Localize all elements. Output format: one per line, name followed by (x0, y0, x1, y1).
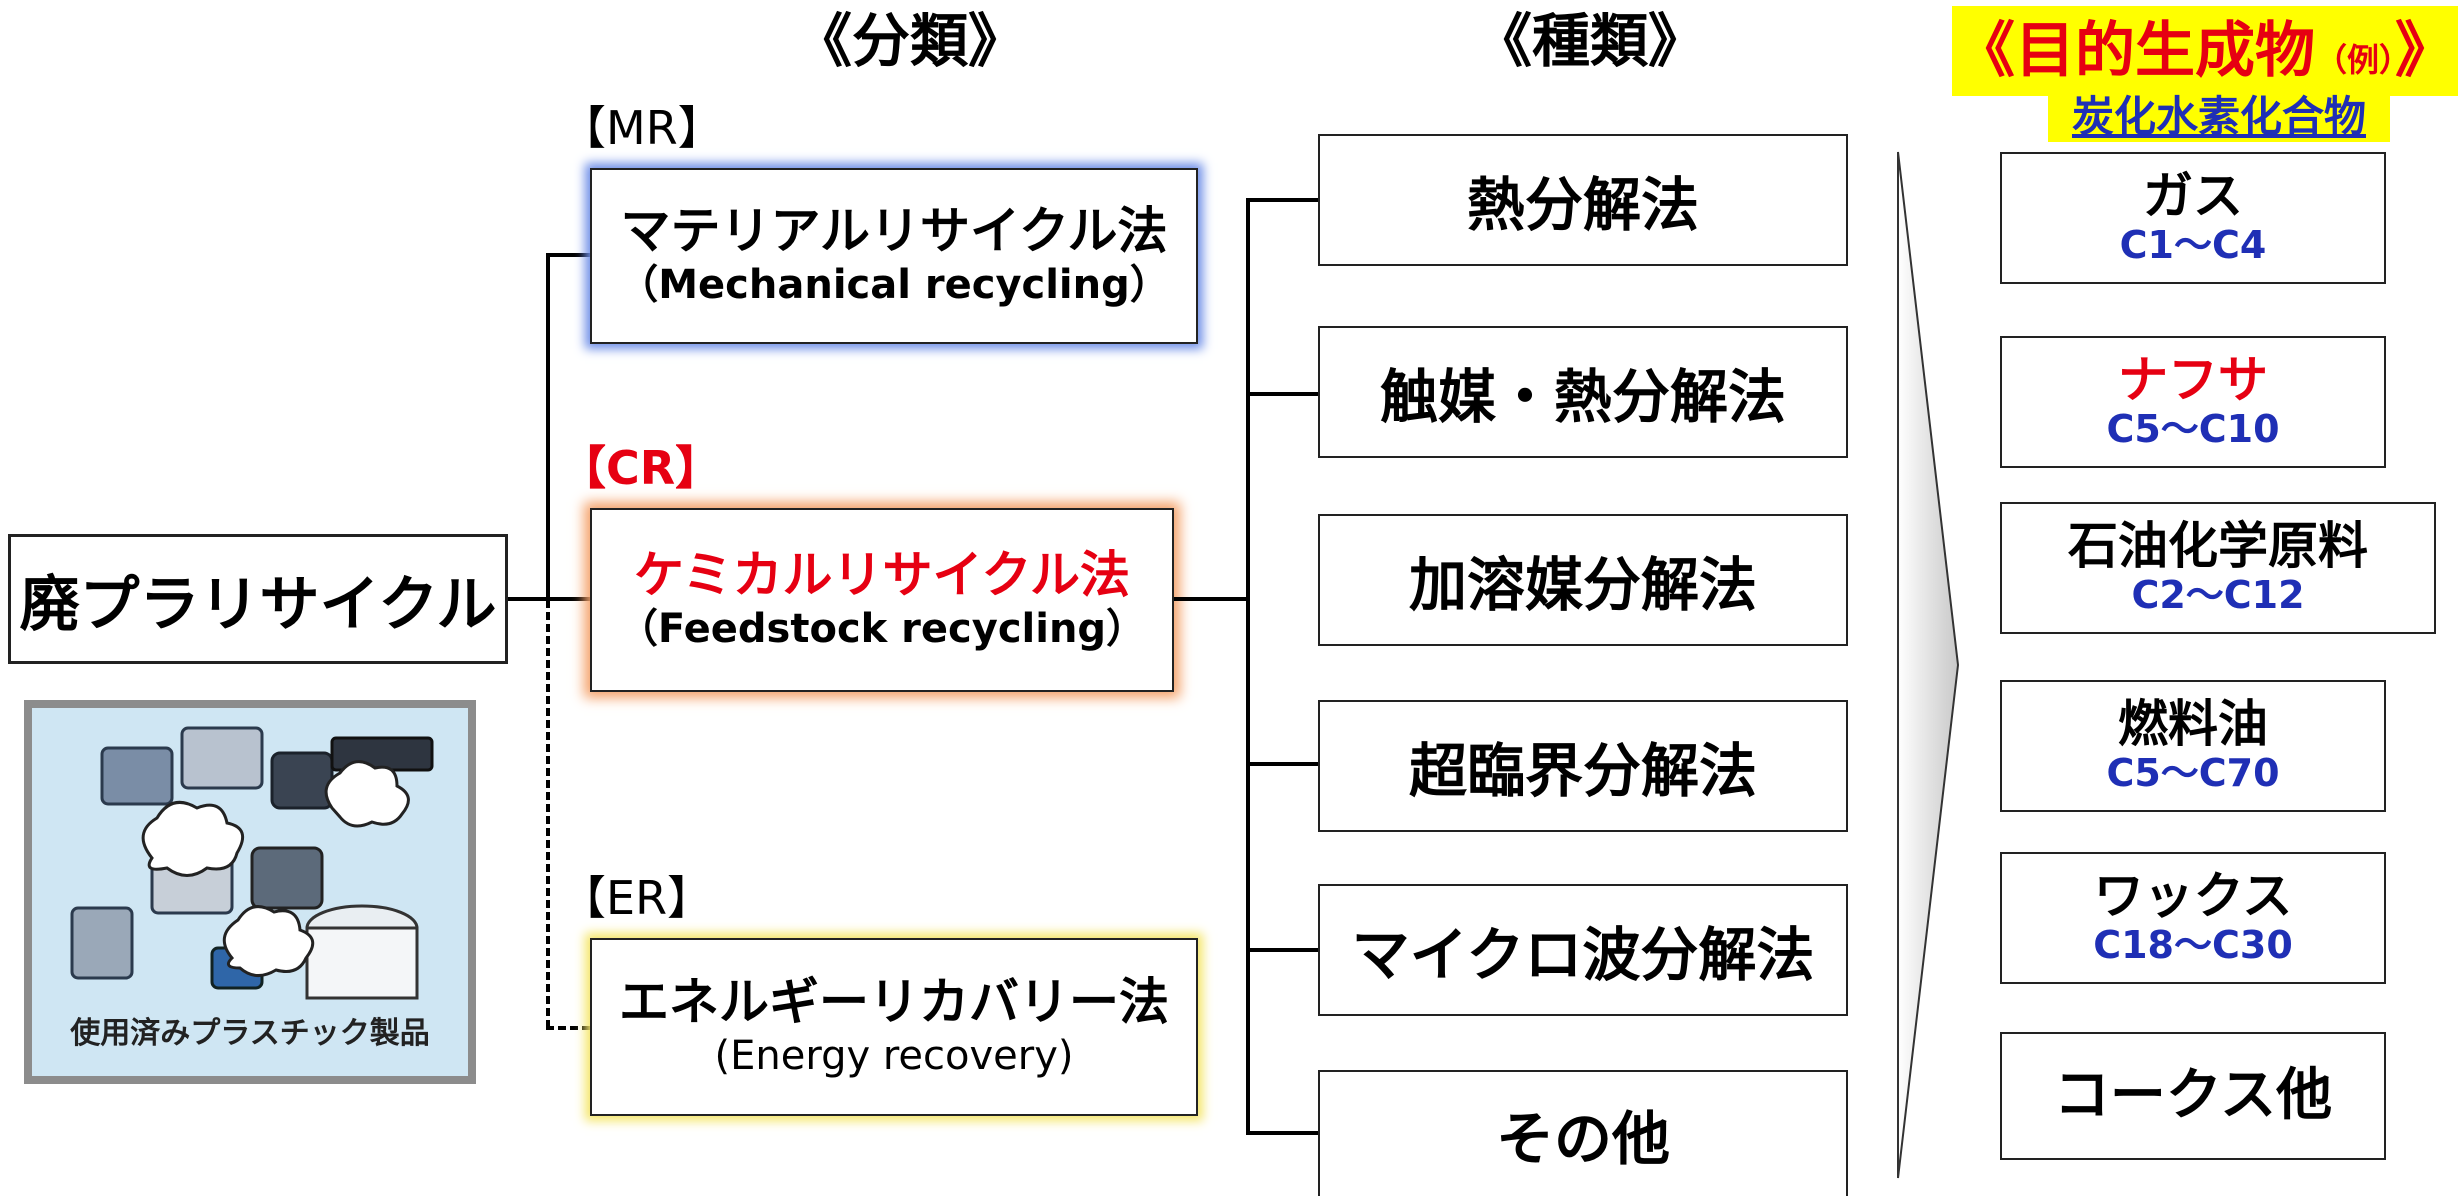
method-branch-1 (1246, 198, 1318, 202)
product-range: C1〜C4 (2119, 222, 2267, 267)
method-box-5: マイクロ波分解法 (1318, 884, 1848, 1016)
mr-box: マテリアルリサイクル法 （Mechanical recycling） (590, 168, 1198, 344)
product-box-fuel-oil: 燃料油 C5〜C70 (2000, 680, 2386, 812)
method-label: 超臨界分解法 (1408, 737, 1757, 805)
method-label: 熱分解法 (1466, 171, 1699, 239)
product-name: 石油化学原料 (2068, 516, 2368, 575)
target-header-close: 》 (2395, 16, 2455, 86)
product-range: C2〜C12 (2131, 572, 2305, 617)
root-to-cr-connector (508, 597, 590, 601)
arrow-chevron-icon (1897, 151, 1960, 1179)
method-branch-2 (1246, 392, 1318, 396)
method-branch-6 (1246, 1131, 1318, 1135)
cr-title: ケミカルリサイクル法 (634, 546, 1130, 605)
mr-branch-connector (546, 253, 590, 257)
target-header-main: 《目的生成物 (1954, 16, 2315, 86)
root-label: 廃プラリサイクル (19, 569, 497, 640)
method-label: 加溶媒分解法 (1408, 551, 1757, 619)
product-name: コークス他 (2053, 1063, 2333, 1129)
product-range: C5〜C70 (2106, 750, 2280, 795)
image-caption: 使用済みプラスチック製品 (70, 1016, 430, 1051)
method-label: 触媒・熱分解法 (1379, 363, 1786, 431)
method-branch-5 (1246, 948, 1318, 952)
cr-box: ケミカルリサイクル法 （Feedstock recycling） (590, 508, 1174, 692)
method-box-2: 触媒・熱分解法 (1318, 326, 1848, 458)
method-label: その他 (1495, 1105, 1670, 1173)
mr-title: マテリアルリサイクル法 (620, 202, 1168, 261)
target-header: 《目的生成物（例）》 (1952, 6, 2458, 96)
mr-cr-vertical-connector (546, 253, 550, 599)
er-subtitle: (Energy recovery) (714, 1032, 1074, 1079)
target-header-example: （例） (2314, 41, 2395, 79)
methods-vertical-connector (1246, 198, 1250, 1135)
product-name: ナフサ (2118, 350, 2268, 409)
product-name: ワックス (2093, 866, 2293, 925)
cr-tag: 【CR】 (560, 441, 722, 495)
root-box: 廃プラリサイクル (8, 534, 508, 664)
method-branch-4 (1246, 762, 1318, 766)
cr-subtitle: （Feedstock recycling） (617, 605, 1147, 652)
product-range: C18〜C30 (2093, 922, 2293, 967)
method-box-6: その他 (1318, 1070, 1848, 1196)
product-box-petrochemical: 石油化学原料 C2〜C12 (2000, 502, 2436, 634)
product-box-wax: ワックス C18〜C30 (2000, 852, 2386, 984)
product-name: ガス (2143, 166, 2243, 225)
cr-to-methods-connector (1174, 597, 1248, 601)
mr-tag: 【MR】 (560, 101, 724, 155)
target-subheader: 炭化水素化合物 (2048, 92, 2390, 142)
er-dashed-vertical (546, 600, 550, 1028)
product-box-gas: ガス C1〜C4 (2000, 152, 2386, 284)
er-tag: 【ER】 (560, 871, 714, 925)
method-box-3: 加溶媒分解法 (1318, 514, 1848, 646)
product-range: C5〜C10 (2106, 406, 2280, 451)
plastic-products-illustration (70, 726, 434, 1000)
er-dashed-branch (546, 1026, 590, 1030)
product-name: 燃料油 (2118, 694, 2268, 753)
used-plastic-image: 使用済みプラスチック製品 (24, 700, 476, 1084)
er-title: エネルギーリカバリー法 (619, 973, 1169, 1032)
method-label: マイクロ波分解法 (1351, 921, 1815, 989)
mr-subtitle: （Mechanical recycling） (618, 261, 1170, 308)
method-box-1: 熱分解法 (1318, 134, 1848, 266)
product-box-naphtha: ナフサ C5〜C10 (2000, 336, 2386, 468)
product-box-coke: コークス他 (2000, 1032, 2386, 1160)
method-box-4: 超臨界分解法 (1318, 700, 1848, 832)
er-box: エネルギーリカバリー法 (Energy recovery) (590, 938, 1198, 1116)
category-header: 《分類》 (793, 7, 1026, 75)
type-header: 《種類》 (1473, 7, 1706, 75)
